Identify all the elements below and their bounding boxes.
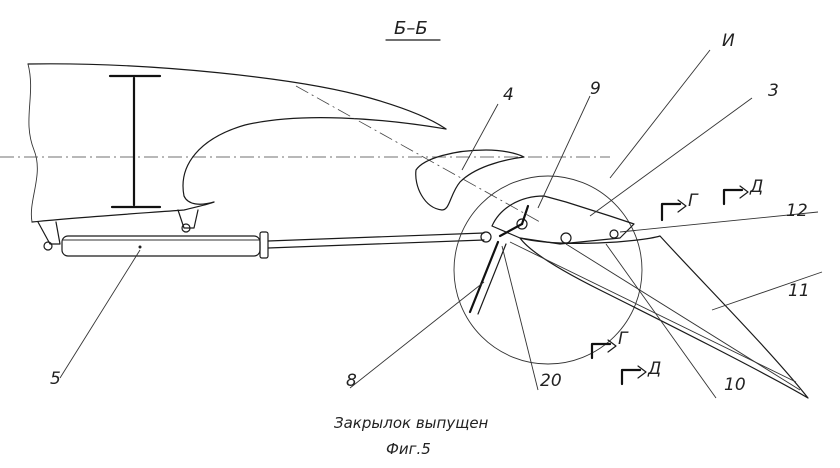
view-mark-d-top: Д (749, 177, 763, 197)
view-marker-g-bottom: Г (590, 329, 629, 360)
callout-5: 5 (50, 369, 61, 389)
leader-I (609, 49, 711, 179)
leader-10 (605, 243, 717, 399)
callout-8: 8 (346, 371, 357, 391)
leader-3 (589, 97, 753, 217)
linkage-pivot-a (516, 218, 528, 230)
link-8 (468, 240, 500, 314)
leader-4 (461, 103, 499, 171)
callout-11: 11 (788, 281, 810, 301)
wing-break-line (27, 63, 38, 223)
actuator-cylinder (61, 235, 261, 257)
callout-12: 12 (786, 201, 808, 221)
view-marker-g-top: Г (660, 191, 699, 222)
wing-trailing-arc (182, 117, 447, 197)
flap-inner-line (565, 243, 801, 391)
callout-9: 9 (590, 79, 601, 99)
linkage-body (491, 195, 635, 245)
main-flap-11 (519, 235, 809, 399)
link-8-edge (477, 243, 507, 315)
view-mark-g-bottom: Г (618, 329, 629, 349)
linkage-pivot-b (560, 232, 572, 244)
left-pivot (43, 241, 53, 251)
right-pivot (181, 223, 191, 233)
wing-cove (183, 195, 215, 205)
leader-5 (59, 249, 141, 379)
guide-line (295, 85, 541, 223)
actuator-gland (259, 231, 269, 259)
vane-4 (415, 149, 525, 211)
detail-circle (453, 175, 643, 365)
callout-4: 4 (503, 85, 514, 105)
section-label: Б–Б (394, 18, 428, 39)
actuator-rod-end (480, 231, 492, 243)
link-lever (498, 222, 524, 238)
leader-9 (537, 95, 591, 209)
view-mark-g-top: Г (688, 191, 699, 211)
leader-12 (619, 211, 819, 233)
view-mark-d-bottom: Д (647, 359, 661, 379)
leader-11 (711, 271, 823, 311)
callout-20: 20 (540, 371, 562, 391)
actuator-rod-top (267, 232, 485, 242)
callout-3: 3 (768, 81, 779, 101)
wing-upper-contour (27, 63, 447, 130)
callout-10: 10 (724, 375, 746, 395)
view-marker-d-bottom: Д (620, 359, 661, 386)
figure-label: Фиг.5 (386, 440, 431, 458)
leader-20 (501, 245, 539, 391)
callout-I: И (722, 31, 735, 51)
left-bracket (37, 221, 61, 245)
caption: Закрылок выпущен (334, 414, 489, 432)
view-marker-d-top: Д (722, 177, 763, 206)
wing-lower-contour (31, 201, 215, 223)
leader-8 (349, 281, 485, 389)
actuator-rod-bottom (267, 239, 485, 249)
actuator-mark (138, 245, 142, 249)
flap-chord-line (509, 241, 797, 383)
right-bracket (177, 209, 199, 229)
linkage-pivot-c (609, 229, 619, 239)
link-rod-9 (520, 204, 530, 226)
